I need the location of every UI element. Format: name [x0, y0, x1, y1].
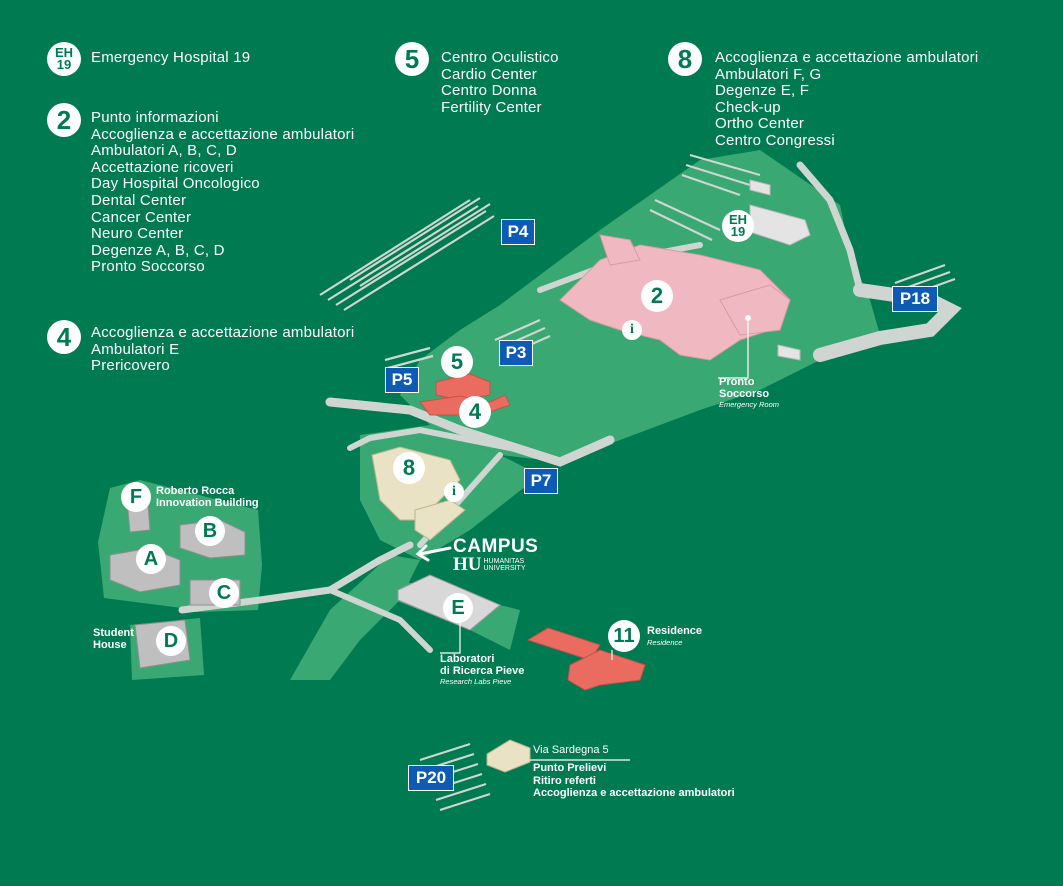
via-sardegna-title: Via Sardegna 5	[533, 744, 609, 756]
label-line: Residence	[647, 625, 703, 637]
label-line: Laboratori	[440, 653, 495, 665]
parking-sign-p20: P20	[408, 765, 454, 791]
map-badge-4: 4	[459, 396, 491, 428]
leader-lines	[440, 318, 749, 761]
map-badge-11: 11	[608, 620, 640, 652]
legend-line: Ambulatori A, B, C, D	[91, 142, 237, 160]
campus-word: CAMPUS	[453, 536, 539, 557]
label-line: House	[93, 638, 127, 651]
legend-line: Fertility Center	[441, 98, 542, 116]
residence-building	[526, 627, 646, 691]
legend-line: Cardio Center	[441, 65, 537, 83]
campus-arrow-icon	[415, 544, 452, 562]
residence-label: Residence Residence	[647, 625, 703, 648]
pronto-soccorso-label: Pronto Soccorso Emergency Room	[719, 376, 780, 410]
map-badge-b: B	[195, 516, 225, 546]
hospital-building-2	[559, 234, 791, 361]
label-subtitle: Emergency Room	[719, 400, 780, 409]
label-line: Innovation Building	[156, 496, 259, 509]
map-badge-a: A	[136, 544, 166, 574]
legend-badge-4: 4	[47, 320, 81, 354]
parking-sign-p5: P5	[385, 367, 419, 393]
label-line: Soccorso	[719, 387, 770, 400]
via-sardegna-services: Punto Prelievi Ritiro referti Accoglienz…	[533, 762, 735, 800]
parking-sign-p18: P18	[892, 286, 938, 312]
legend-line: Accoglienza e accettazione ambulatori	[91, 125, 355, 143]
legend-5: Centro Oculistico Cardio Center Centro D…	[441, 49, 559, 116]
info-icon: i	[444, 482, 464, 502]
parking-sign-p3: P3	[499, 340, 533, 366]
legend-4: Accoglienza e accettazione ambulatori Am…	[91, 324, 355, 375]
hu-line: HUMANITAS	[483, 557, 525, 565]
map-badge-f: F	[121, 482, 151, 512]
map-badge-8: 8	[393, 452, 425, 484]
legend-line: Degenze E, F	[715, 82, 810, 100]
student-house-label: Student House	[93, 627, 134, 651]
legend-line: Dental Center	[91, 191, 187, 209]
badge-text: EH	[54, 45, 74, 60]
legend-8: Accoglienza e accettazione ambulatori Am…	[715, 49, 979, 150]
legend-line: Emergency Hospital 19	[91, 49, 251, 66]
legend-line: Ortho Center	[715, 115, 805, 133]
map-badge-d: D	[156, 626, 186, 656]
legend-badge-2: 2	[47, 103, 81, 137]
research-labs-label: Laboratori di Ricerca Pieve Research Lab…	[440, 653, 525, 687]
badge-text: EH	[728, 212, 748, 227]
legend-line: Accettazione ricoveri	[91, 158, 234, 176]
legend-line: Centro Oculistico	[441, 49, 559, 66]
legend-line: Prericovero	[91, 357, 170, 375]
emergency-hospital-buildings	[749, 179, 811, 361]
legend-line: Centro Congressi	[715, 131, 835, 149]
label-line: Ritiro referti	[533, 774, 596, 787]
label-line: di Ricerca Pieve	[440, 664, 525, 677]
campus-logo: CAMPUS HU HUMANITAS UNIVERSITY	[453, 536, 539, 575]
legend-eh19: Emergency Hospital 19	[91, 49, 251, 67]
parking-sign-p7: P7	[524, 468, 558, 494]
hu-letters: HU	[453, 554, 482, 575]
pronto-soccorso-marker	[745, 315, 751, 321]
map-badge-5: 5	[441, 346, 473, 378]
legend-line: Neuro Center	[91, 225, 184, 243]
parking-sign-p4: P4	[501, 219, 535, 245]
legend-line: Centro Donna	[441, 82, 537, 100]
legend-line: Ambulatori E	[91, 340, 180, 358]
via-sardegna-building	[486, 739, 531, 773]
label-line: Roberto Rocca	[156, 485, 235, 497]
legend-badge-8: 8	[668, 42, 702, 76]
badge-text: 19	[730, 224, 746, 239]
legend-line: Accoglienza e accettazione ambulatori	[91, 324, 355, 341]
label-line: Student	[93, 627, 134, 639]
legend-line: Punto informazioni	[91, 109, 219, 126]
legend-line: Pronto Soccorso	[91, 258, 205, 276]
map-badge-c: C	[209, 578, 239, 608]
label-line: Punto Prelievi	[533, 762, 607, 774]
legend-line: Ambulatori F, G	[715, 65, 822, 83]
label-subtitle: Research Labs Pieve	[440, 677, 512, 686]
legend-badge-5: 5	[395, 42, 429, 76]
hu-small-text: HUMANITAS UNIVERSITY	[484, 558, 526, 572]
legend-line: Cancer Center	[91, 208, 192, 226]
legend-line: Check-up	[715, 98, 781, 116]
legend-line: Accoglienza e accettazione ambulatori	[715, 49, 979, 66]
map-badge-2: 2	[641, 280, 673, 312]
map-badge-e: E	[443, 593, 473, 623]
label-line: Accoglienza e accettazione ambulatori	[533, 787, 735, 799]
legend-badge-eh19: EH 19	[47, 42, 81, 76]
label-subtitle: Residence	[647, 637, 683, 647]
legend-2: Punto informazioni Accoglienza e accetta…	[91, 109, 355, 276]
hu-line: UNIVERSITY	[483, 564, 526, 572]
roberto-rocca-label: Roberto Rocca Innovation Building	[156, 485, 259, 509]
hu-mark: HU HUMANITAS UNIVERSITY	[453, 554, 538, 575]
info-icon: i	[622, 320, 642, 340]
legend-line: Degenze A, B, C, D	[91, 241, 225, 259]
map-badge-eh19: EH 19	[722, 210, 754, 242]
label-line: Pronto	[719, 376, 755, 388]
badge-text: 19	[56, 57, 72, 72]
legend-line: Day Hospital Oncologico	[91, 175, 260, 193]
